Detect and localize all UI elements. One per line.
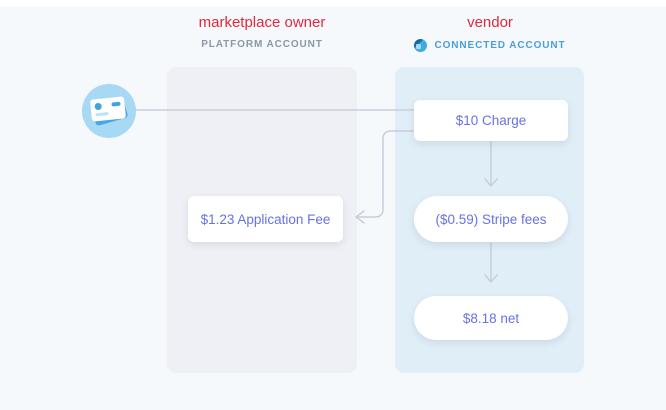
card-number-line [95, 111, 109, 116]
platform-header: marketplace owner PLATFORM ACCOUNT [147, 13, 377, 50]
charge-node: $10 Charge [414, 100, 568, 141]
vendor-subtitle-row: CONNECTED ACCOUNT [380, 39, 600, 52]
card-dash [111, 101, 121, 107]
credit-card-badge [82, 84, 136, 138]
vendor-subtitle-label: CONNECTED ACCOUNT [434, 40, 566, 51]
top-white-strip [0, 0, 666, 7]
application-fee-node: $1.23 Application Fee [188, 196, 343, 242]
arrowhead-application-fee [355, 210, 365, 224]
card-chip-dot [94, 102, 103, 111]
platform-subtitle-row: PLATFORM ACCOUNT [147, 39, 377, 50]
net-node: $8.18 net [414, 296, 568, 340]
credit-card-icon [89, 96, 127, 122]
vendor-header: vendor CONNECTED ACCOUNT [380, 13, 600, 52]
stripe-fees-node: ($0.59) Stripe fees [414, 196, 568, 242]
platform-title: marketplace owner [198, 14, 326, 31]
stripe-connect-icon [414, 39, 428, 52]
platform-subtitle-label: PLATFORM ACCOUNT [201, 39, 323, 50]
vendor-title: vendor [467, 14, 513, 31]
